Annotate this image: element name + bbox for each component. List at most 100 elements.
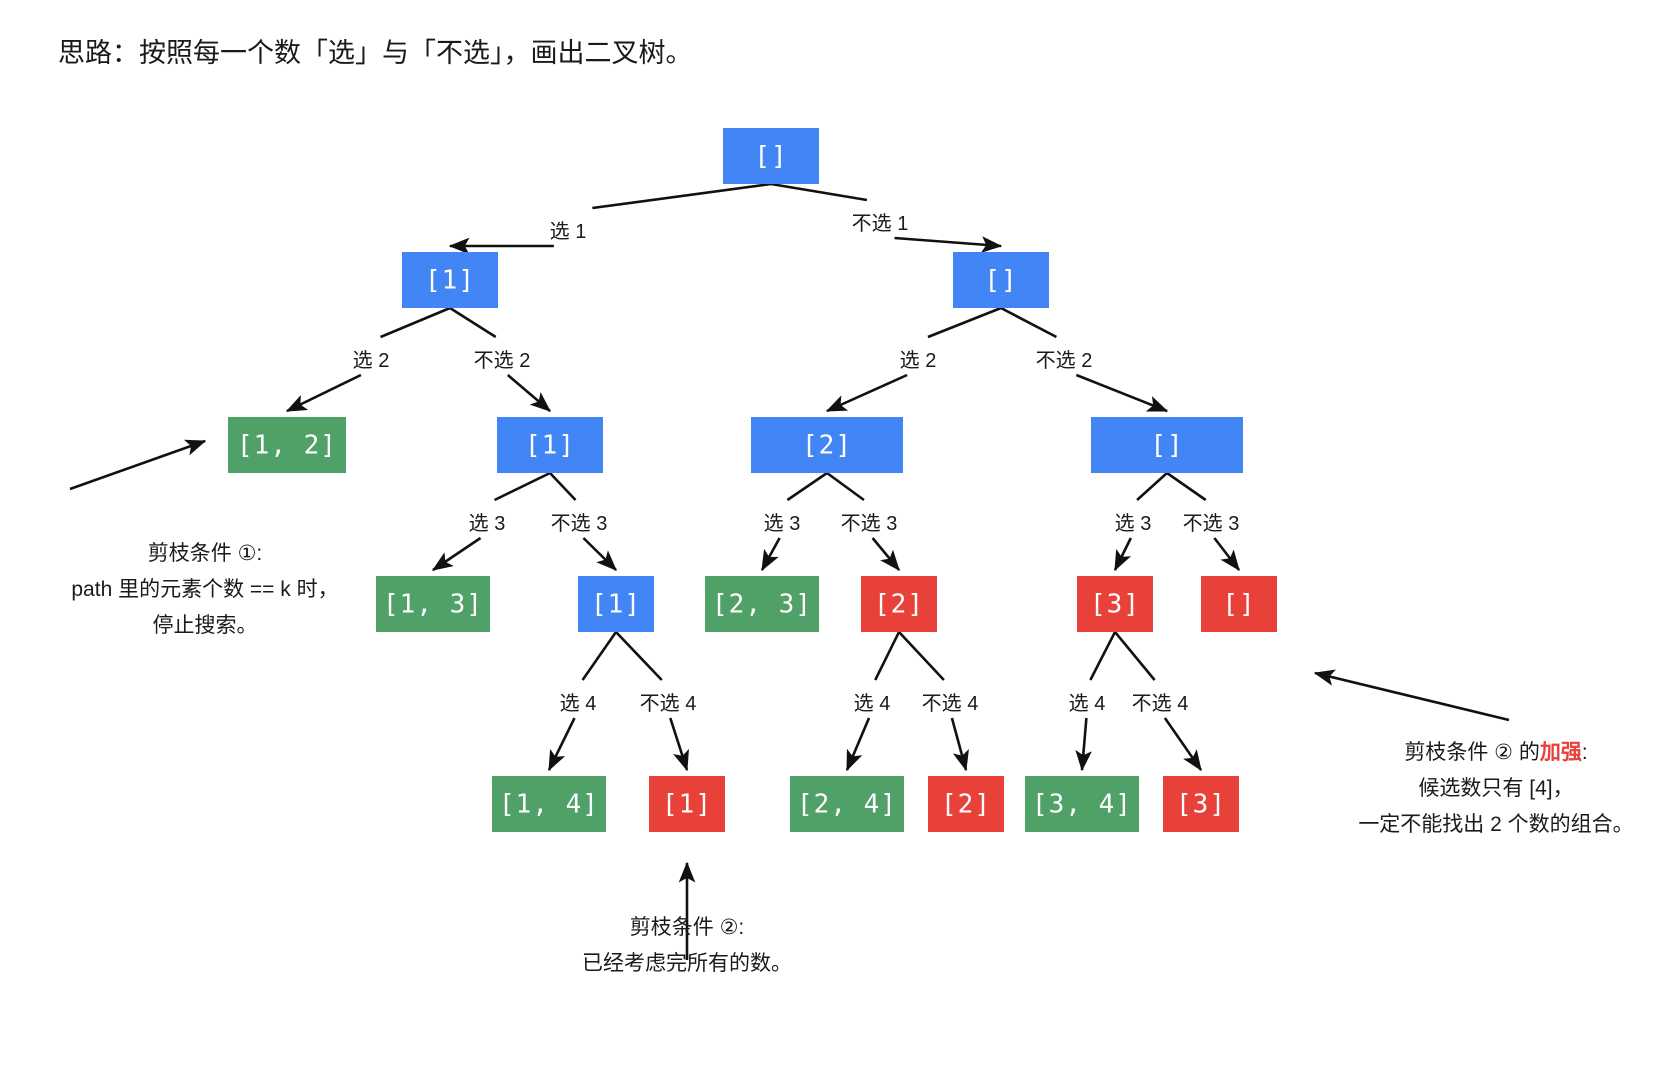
left-annotation-line: path 里的元素个数 == k 时， bbox=[71, 578, 338, 601]
tree-edge bbox=[615, 631, 689, 772]
tree-edge-label: 不选 3 bbox=[551, 512, 608, 535]
tree-edge-label: 选 3 bbox=[469, 512, 506, 535]
tree-node-box bbox=[1025, 776, 1139, 832]
right-annotation-line: 剪枝条件 ② 的加强: bbox=[1404, 741, 1587, 764]
tree-edge bbox=[431, 471, 551, 572]
tree-edge-segment bbox=[770, 182, 868, 202]
tree-node-label: [1, 4] bbox=[499, 790, 599, 820]
tree-node-n3[interactable]: [1, 2] bbox=[228, 417, 346, 473]
tree-node-label: [1] bbox=[591, 590, 641, 620]
tree-node-box bbox=[1201, 576, 1277, 632]
tree-edge bbox=[1166, 471, 1241, 572]
tree-node-root[interactable]: [] bbox=[723, 128, 819, 184]
tree-node-label: [] bbox=[1222, 590, 1255, 620]
tree-edge-label: 选 4 bbox=[1069, 692, 1106, 715]
bottom-annotation-line: 剪枝条件 ②: bbox=[630, 916, 745, 939]
tree-node-n13[interactable]: [1, 4] bbox=[492, 776, 606, 832]
tree-edge-label: 选 2 bbox=[353, 349, 390, 372]
tree-edge-segment bbox=[826, 471, 865, 502]
right-annotation-text: 剪枝条件 ② 的 bbox=[1404, 741, 1540, 764]
right-annotation-text: 候选数只有 [4]， bbox=[1418, 777, 1573, 800]
tree-node-box bbox=[1163, 776, 1239, 832]
tree-node-label: [2] bbox=[802, 431, 852, 461]
tree-node-box bbox=[376, 576, 490, 632]
tree-node-label: [] bbox=[984, 266, 1017, 296]
right-annotation-text: : bbox=[1582, 741, 1588, 764]
tree-edge bbox=[770, 182, 1003, 253]
tree-edge-arrow bbox=[431, 536, 482, 572]
left-annotation-line: 停止搜索。 bbox=[153, 614, 258, 637]
tree-node-label: [2] bbox=[941, 790, 991, 820]
tree-node-n17[interactable]: [3, 4] bbox=[1025, 776, 1139, 832]
tree-edge bbox=[825, 306, 1002, 413]
tree-edge-segment bbox=[927, 306, 1002, 339]
tree-node-box bbox=[492, 776, 606, 832]
tree-node-n11[interactable]: [3] bbox=[1077, 576, 1153, 632]
tree-edge-segment bbox=[1166, 471, 1207, 502]
tree-edge-label: 不选 4 bbox=[922, 692, 979, 715]
tree-edge-arrow bbox=[1075, 373, 1169, 413]
tree-node-box bbox=[723, 128, 819, 184]
annotations: 剪枝条件 ①:path 里的元素个数 == k 时，停止搜索。剪枝条件 ②:已经… bbox=[69, 439, 1634, 975]
tree-node-n8[interactable]: [1] bbox=[578, 576, 654, 632]
tree-node-label: [] bbox=[1150, 431, 1183, 461]
tree-edge-label: 不选 3 bbox=[1183, 512, 1240, 535]
tree-edge-arrow bbox=[506, 374, 551, 412]
tree-node-box bbox=[578, 576, 654, 632]
tree-node-box bbox=[1091, 417, 1243, 473]
tree-edge bbox=[898, 631, 969, 772]
tree-node-label: [3, 4] bbox=[1032, 790, 1132, 820]
tree-edge-segment bbox=[549, 472, 577, 501]
tree-edge-arrow bbox=[1213, 537, 1241, 572]
tree-node-label: [] bbox=[754, 142, 787, 172]
tree-node-n5[interactable]: [2] bbox=[751, 417, 903, 473]
tree-node-n4[interactable]: [1] bbox=[497, 417, 603, 473]
tree-edge-label: 选 2 bbox=[900, 349, 937, 372]
right-annotation-line: 候选数只有 [4]， bbox=[1418, 777, 1573, 800]
tree-nodes: [] [1] [] [1, 2] [1] [2] [] [1, 3] [1] [2, 3] [2] [… bbox=[228, 128, 1277, 832]
tree-node-n6[interactable]: [] bbox=[1091, 417, 1243, 473]
tree-node-n16[interactable]: [2] bbox=[928, 776, 1004, 832]
tree-edge-arrow bbox=[825, 373, 908, 413]
tree-edge-segment bbox=[1113, 631, 1156, 681]
tree-edge bbox=[1000, 306, 1169, 413]
left-annotation-line: 剪枝条件 ①: bbox=[148, 542, 263, 565]
tree-node-n15[interactable]: [2, 4] bbox=[790, 776, 904, 832]
tree-node-n10[interactable]: [2] bbox=[861, 576, 937, 632]
tree-edge bbox=[547, 631, 618, 772]
tree-node-n14[interactable]: [1] bbox=[649, 776, 725, 832]
tree-edge-arrow bbox=[285, 373, 362, 413]
tree-edge-label: 不选 1 bbox=[852, 212, 909, 235]
tree-node-n9[interactable]: [2, 3] bbox=[705, 576, 819, 632]
tree-node-box bbox=[228, 417, 346, 473]
tree-edge bbox=[826, 471, 901, 572]
tree-node-box bbox=[1077, 576, 1153, 632]
tree-node-label: [2] bbox=[874, 590, 924, 620]
tree-edge-label: 选 1 bbox=[550, 220, 587, 243]
tree-edge bbox=[760, 471, 828, 572]
tree-node-n18[interactable]: [3] bbox=[1163, 776, 1239, 832]
tree-edge-arrow bbox=[871, 537, 901, 572]
tree-edges bbox=[285, 182, 1241, 772]
tree-node-label: [2, 4] bbox=[797, 790, 897, 820]
tree-node-box bbox=[928, 776, 1004, 832]
tree-node-n7[interactable]: [1, 3] bbox=[376, 576, 490, 632]
tree-edge bbox=[1113, 472, 1168, 572]
tree-edge-label: 不选 2 bbox=[474, 349, 531, 372]
tree-edge-arrow bbox=[894, 236, 1003, 253]
tree-edge bbox=[448, 182, 772, 255]
tree-node-box bbox=[790, 776, 904, 832]
tree-node-label: [1, 3] bbox=[383, 590, 483, 620]
tree-node-n1[interactable]: [1] bbox=[402, 252, 498, 308]
tree-edge-arrow bbox=[950, 717, 969, 772]
right-annotation-arrow bbox=[1313, 669, 1510, 722]
tree-node-n12[interactable]: [] bbox=[1201, 576, 1277, 632]
tree-node-label: [2, 3] bbox=[712, 590, 812, 620]
tree-edge-segment bbox=[615, 631, 663, 681]
right-annotation-highlight: 加强 bbox=[1539, 741, 1582, 764]
tree-node-box bbox=[705, 576, 819, 632]
tree-node-label: [1] bbox=[425, 266, 475, 296]
tree-edge-segment bbox=[1136, 472, 1168, 501]
tree-node-n2[interactable]: [] bbox=[953, 252, 1049, 308]
